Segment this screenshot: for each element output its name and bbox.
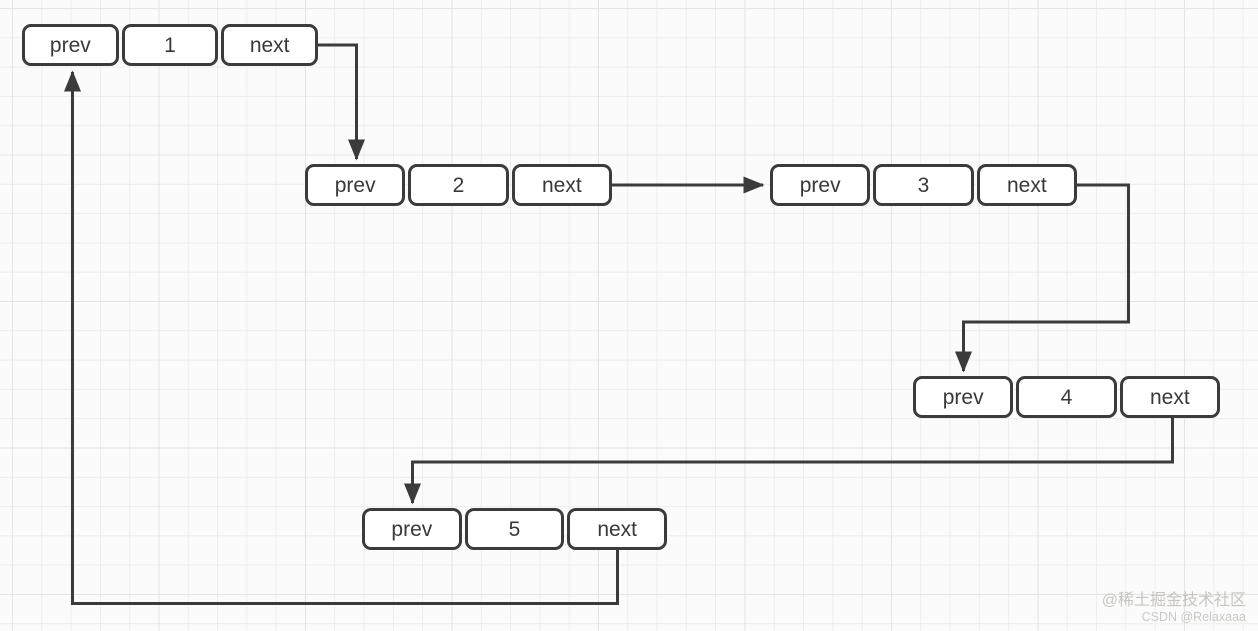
list-node-2: prev 2 next	[305, 164, 612, 206]
node-5-value-cell: 5	[464, 508, 565, 550]
node-4-value-cell: 4	[1016, 376, 1117, 418]
node-5-prev-cell: prev	[362, 508, 462, 550]
watermark-juejin-text: @稀土掘金技术社区	[1101, 591, 1246, 609]
edge-node1-next-to-node2-prev	[318, 43, 365, 161]
watermark-csdn-text: CSDN @Relaxaaa	[1141, 610, 1246, 624]
edge-node4-next-to-node5-prev	[404, 418, 1174, 505]
list-node-1: prev 1 next	[22, 24, 319, 66]
node-4-next-cell: next	[1119, 376, 1220, 418]
node-3-prev-cell: prev	[770, 164, 871, 206]
list-node-4: prev 4 next	[913, 376, 1220, 418]
list-node-5: prev 5 next	[362, 508, 668, 550]
edge-node5-next-to-node1-prev	[64, 70, 619, 605]
node-1-value-cell: 1	[121, 24, 219, 66]
watermark: @稀土掘金技术社区 CSDN @Relaxaaa	[1102, 591, 1246, 625]
node-1-next-cell: next	[221, 24, 319, 66]
node-3-next-cell: next	[976, 164, 1077, 206]
node-2-prev-cell: prev	[305, 164, 406, 206]
node-3-value-cell: 3	[873, 164, 974, 206]
node-2-value-cell: 2	[408, 164, 509, 206]
node-2-next-cell: next	[511, 164, 612, 206]
node-4-prev-cell: prev	[913, 376, 1014, 418]
node-1-prev-cell: prev	[22, 24, 119, 66]
node-5-next-cell: next	[567, 508, 668, 550]
edge-node3-next-to-node4-prev	[955, 183, 1130, 373]
list-node-3: prev 3 next	[770, 164, 1077, 206]
